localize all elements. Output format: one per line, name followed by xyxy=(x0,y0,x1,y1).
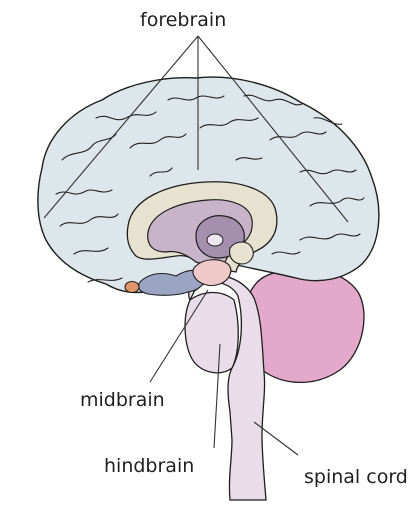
core-center xyxy=(207,234,223,246)
limbic-pink xyxy=(193,260,231,286)
hindbrain-label: hindbrain xyxy=(104,455,194,477)
midbrain-label: midbrain xyxy=(80,389,165,411)
small-nuclei xyxy=(230,242,254,264)
olfactory-bulb xyxy=(125,282,139,293)
spinal-cord-label: spinal cord xyxy=(304,466,408,488)
pons xyxy=(185,293,238,373)
forebrain-label: forebrain xyxy=(140,9,226,31)
